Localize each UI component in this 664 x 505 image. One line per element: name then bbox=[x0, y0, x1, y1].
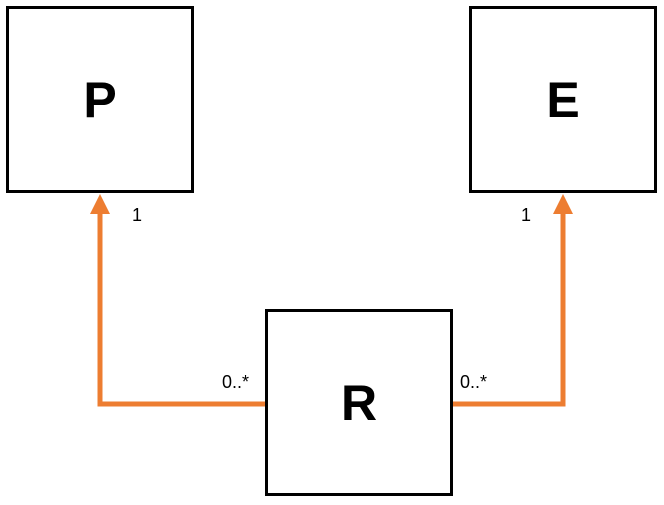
association-r-to-e bbox=[452, 210, 566, 407]
entity-e[interactable]: E bbox=[469, 6, 657, 193]
entity-r[interactable]: R bbox=[265, 309, 453, 496]
multiplicity-r-to-e-source: 0..* bbox=[460, 372, 488, 392]
arrowhead-p-icon bbox=[90, 194, 110, 214]
multiplicity-r-to-p-source: 0..* bbox=[222, 372, 250, 392]
entity-r-label: R bbox=[340, 374, 378, 431]
entity-e-label: E bbox=[546, 71, 580, 128]
entity-p[interactable]: P bbox=[6, 6, 194, 193]
multiplicity-e-target: 1 bbox=[521, 205, 532, 225]
multiplicity-p-target: 1 bbox=[132, 205, 143, 225]
entity-p-label: P bbox=[83, 71, 117, 128]
association-r-to-p bbox=[97, 210, 265, 407]
arrowhead-e-icon bbox=[553, 194, 573, 214]
